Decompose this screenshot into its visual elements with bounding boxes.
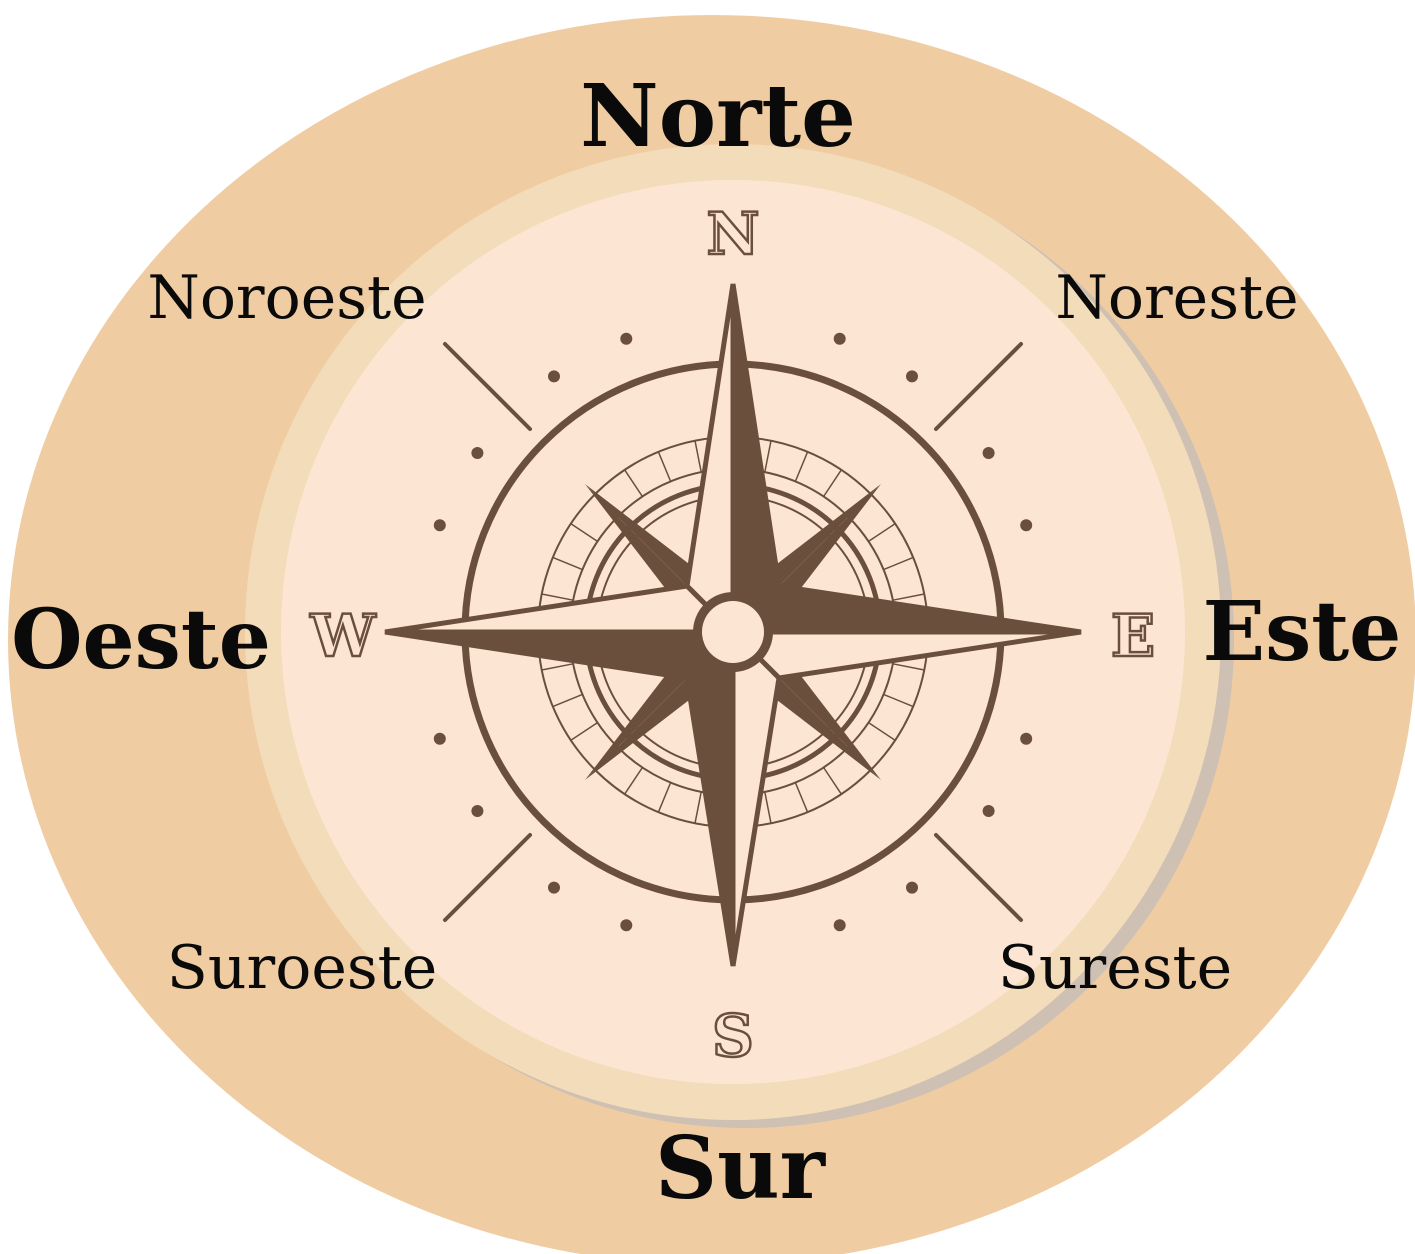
rose-letter-s: S <box>712 1002 754 1070</box>
rose-dot <box>434 519 446 531</box>
label-west: Oeste <box>11 592 271 688</box>
rose-dot <box>620 333 632 345</box>
label-southeast: Sureste <box>998 933 1232 1003</box>
rose-dot <box>834 919 846 931</box>
label-north: Norte <box>580 66 856 167</box>
label-southwest: Suroeste <box>167 933 437 1003</box>
rose-dot <box>620 919 632 931</box>
label-south: Sur <box>655 1118 827 1219</box>
rose-dot <box>834 333 846 345</box>
rose-hub-inner <box>702 601 764 663</box>
label-northwest: Noroeste <box>147 263 426 333</box>
rose-dot <box>434 733 446 745</box>
rose-letter-w: W <box>309 602 376 670</box>
rose-dot <box>906 370 918 382</box>
rose-dot <box>1020 733 1032 745</box>
rose-dot <box>548 370 560 382</box>
rose-dot <box>471 447 483 459</box>
rose-dot <box>471 805 483 817</box>
rose-dot <box>1020 519 1032 531</box>
rose-dot <box>983 805 995 817</box>
rose-dot <box>548 882 560 894</box>
rose-dot <box>906 882 918 894</box>
label-east: Este <box>1203 584 1402 680</box>
label-northeast: Noreste <box>1055 263 1298 333</box>
rose-letter-n: N <box>706 200 759 268</box>
rose-dot <box>983 447 995 459</box>
rose-letter-e: E <box>1111 602 1155 670</box>
